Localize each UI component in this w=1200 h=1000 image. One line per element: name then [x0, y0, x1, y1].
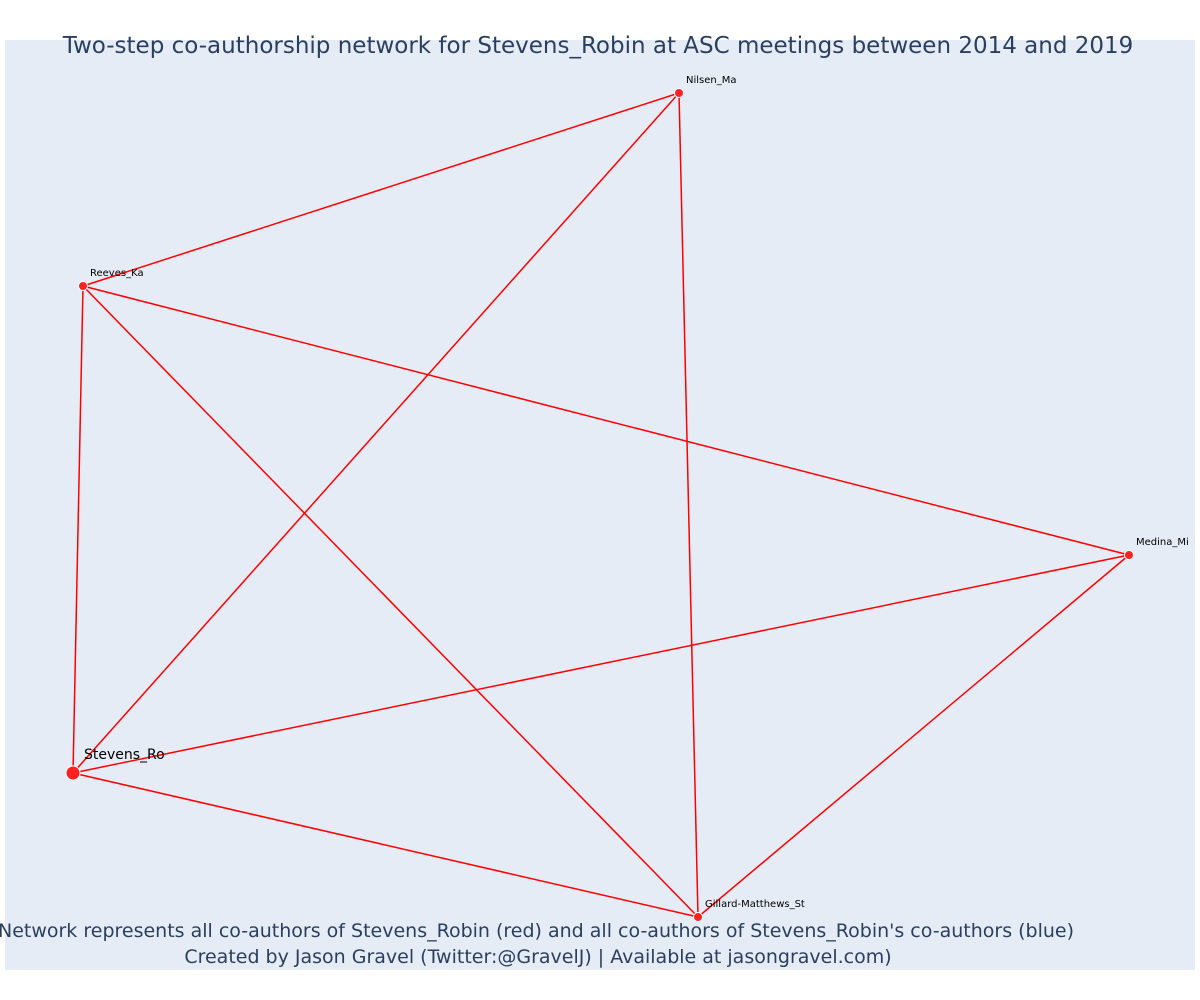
edge-Gillard-Matthews_St-Medina_Mi — [697, 554, 1130, 918]
node-Stevens_Ro[interactable] — [65, 765, 81, 781]
node-Reeves_Ka[interactable] — [78, 281, 88, 291]
edge-Stevens_Ro-Nilsen_Ma — [72, 92, 680, 774]
node-label-Nilsen_Ma: Nilsen_Ma — [686, 75, 737, 86]
node-Medina_Mi[interactable] — [1124, 550, 1134, 560]
labels-layer: Nilsen_MaReeves_KaMedina_MiStevens_RoGil… — [84, 75, 1189, 910]
edge-Gillard-Matthews_St-Nilsen_Ma — [678, 92, 699, 918]
edge-Reeves_Ka-Stevens_Ro — [72, 285, 84, 774]
edge-Stevens_Ro-Medina_Mi — [72, 554, 1130, 774]
edges-layer — [72, 92, 1130, 918]
node-label-Stevens_Ro: Stevens_Ro — [84, 747, 165, 763]
plot-background — [5, 40, 1195, 970]
node-label-Gillard-Matthews_St: Gillard-Matthews_St — [705, 899, 805, 910]
caption-line-2: Created by Jason Gravel (Twitter:@Gravel… — [184, 946, 891, 968]
edge-Stevens_Ro-Gillard-Matthews_St — [72, 772, 699, 918]
node-label-Reeves_Ka: Reeves_Ka — [90, 268, 144, 279]
node-Gillard-Matthews_St[interactable] — [693, 912, 703, 922]
nodes-layer — [65, 88, 1134, 922]
chart-title: Two-step co-authorship network for Steve… — [62, 33, 1134, 59]
node-Nilsen_Ma[interactable] — [674, 88, 684, 98]
node-label-Medina_Mi: Medina_Mi — [1136, 537, 1189, 548]
edge-Reeves_Ka-Medina_Mi — [82, 285, 1130, 556]
caption-line-1: Network represents all co-authors of Ste… — [0, 920, 1074, 942]
edge-Reeves_Ka-Gillard-Matthews_St — [82, 285, 699, 918]
edge-Reeves_Ka-Nilsen_Ma — [82, 92, 680, 287]
